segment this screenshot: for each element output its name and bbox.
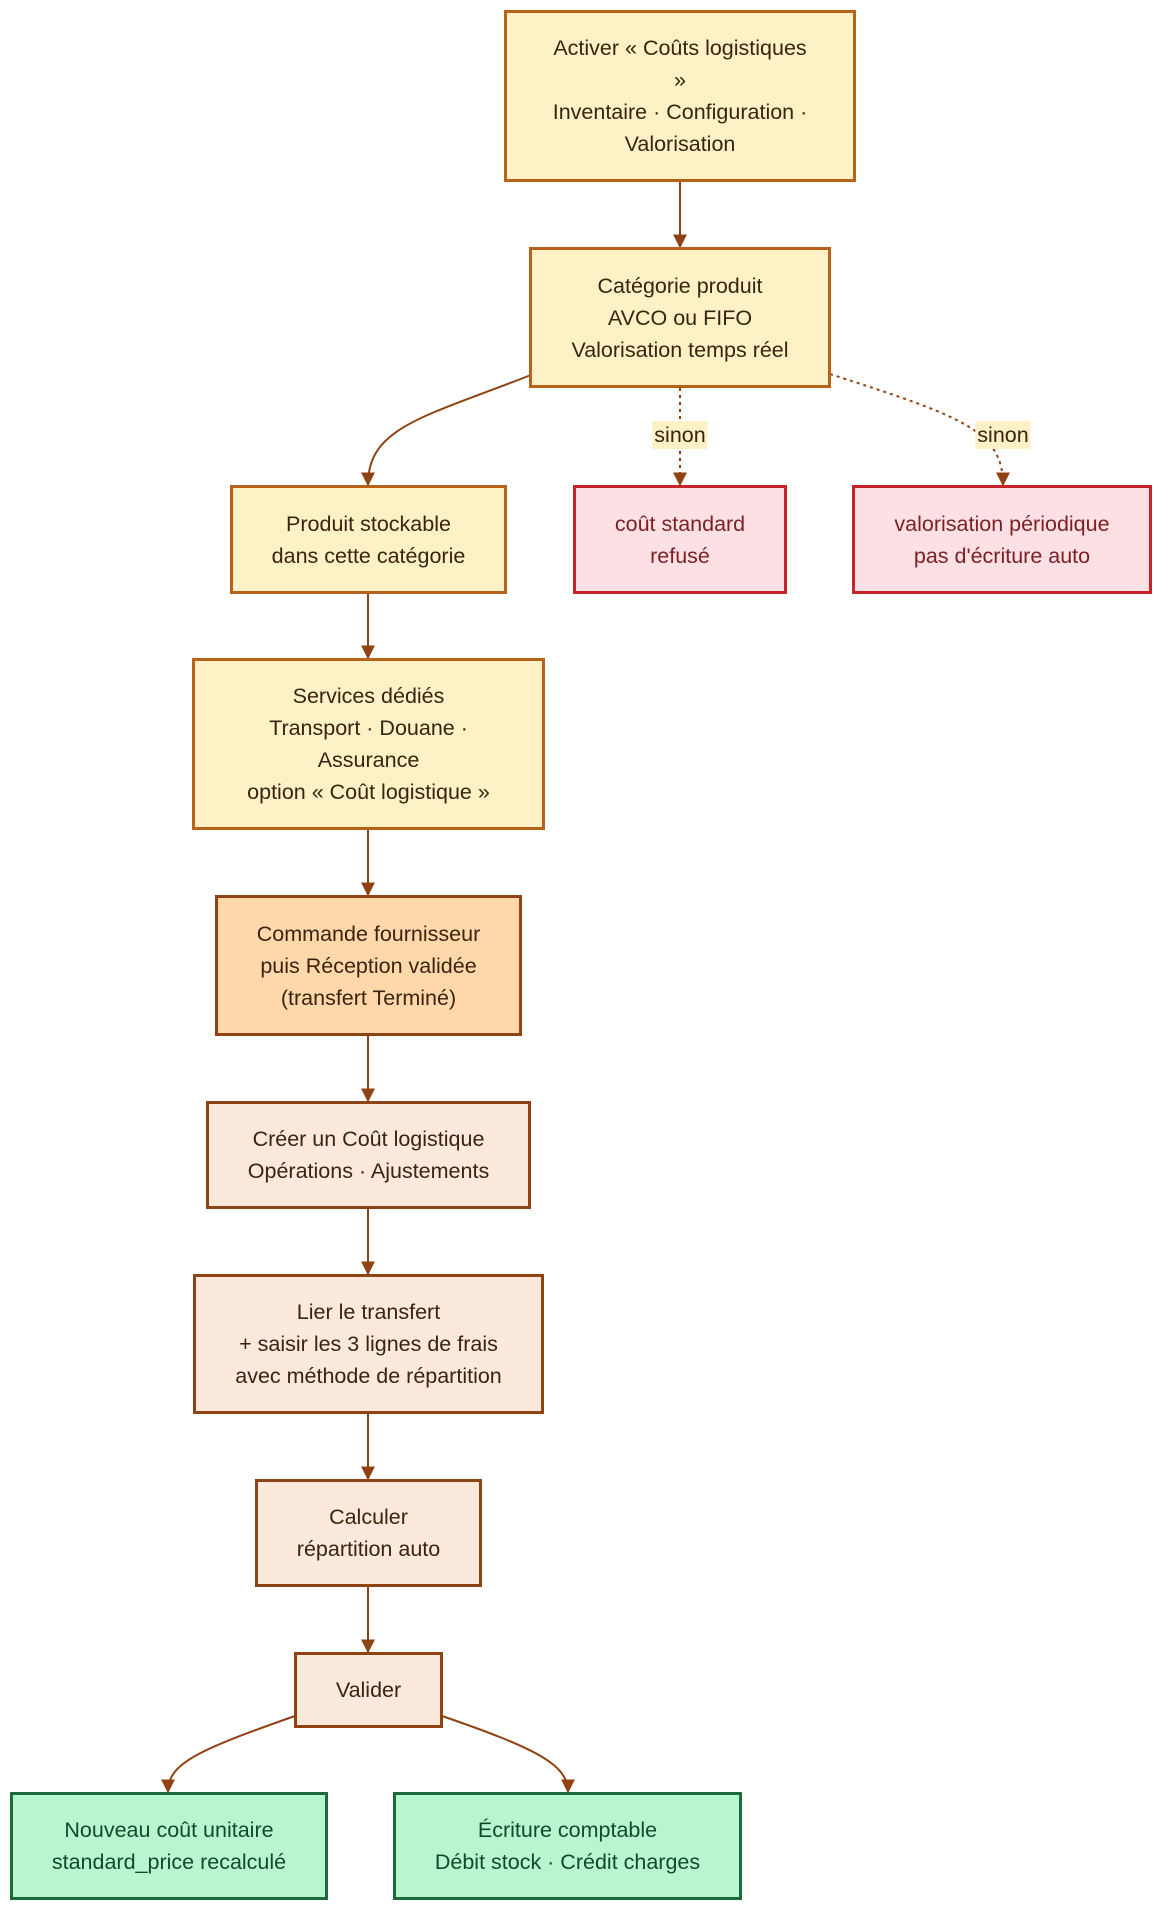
node-line: Catégorie produit <box>597 273 763 298</box>
edge-label-otherwise-standard: sinon <box>652 421 708 449</box>
node-line: Produit stockable <box>286 511 451 536</box>
node-line: Opérations · Ajustements <box>247 1159 490 1183</box>
node-line: Services dédiés <box>292 684 445 708</box>
node-activate-logistics-costs: Activer « Coûts logistiques » Inventaire… <box>504 10 856 182</box>
node-line: Valorisation <box>624 132 736 156</box>
node-line: dans cette catégorie <box>271 543 466 568</box>
node-line: standard_price recalculé <box>51 1850 287 1874</box>
node-line: valorisation périodique <box>894 511 1110 536</box>
node-line: Commande fournisseur <box>256 921 481 946</box>
node-compute-allocation: Calculer répartition auto <box>255 1479 482 1587</box>
node-accounting-entry: Écriture comptable Débit stock · Crédit … <box>393 1792 742 1900</box>
node-validate: Valider <box>294 1652 443 1728</box>
node-dedicated-services: Services dédiés Transport · Douane · Ass… <box>192 658 545 830</box>
node-line: Assurance <box>317 748 420 772</box>
node-line: Inventaire · Configuration · <box>552 100 808 124</box>
node-line: AVCO ou FIFO <box>607 305 753 330</box>
node-line: » <box>674 68 686 92</box>
edge-label-otherwise-periodic: sinon <box>975 421 1031 449</box>
node-create-logistics-cost: Créer un Coût logistique Opérations · Aj… <box>206 1101 531 1209</box>
node-line: Écriture comptable <box>477 1818 658 1842</box>
edge-category-stockable <box>361 374 532 487</box>
node-line: coût standard <box>614 511 746 536</box>
node-line: Lier le transfert <box>296 1300 441 1324</box>
node-line: (transfert Terminé) <box>280 985 457 1010</box>
node-periodic-valuation: valorisation périodique pas d'écriture a… <box>852 485 1152 594</box>
edge-validate-journal <box>441 1715 575 1794</box>
node-line: Débit stock · Crédit charges <box>434 1850 701 1874</box>
node-line: + saisir les 3 lignes de frais <box>239 1332 498 1356</box>
node-stockable-product: Produit stockable dans cette catégorie <box>230 485 507 594</box>
node-line: refusé <box>650 543 710 568</box>
node-line: Activer « Coûts logistiques <box>553 36 807 60</box>
node-line: Valider <box>335 1678 402 1702</box>
node-line: puis Réception validée <box>260 953 477 978</box>
node-line: pas d'écriture auto <box>913 543 1091 568</box>
node-line: Valorisation temps réel <box>571 337 789 362</box>
node-purchase-order-receipt: Commande fournisseur puis Réception vali… <box>215 895 522 1036</box>
node-line: répartition auto <box>296 1537 441 1561</box>
node-standard-cost-refused: coût standard refusé <box>573 485 787 594</box>
node-line: Nouveau coût unitaire <box>64 1818 274 1842</box>
node-link-transfer: Lier le transfert + saisir les 3 lignes … <box>193 1274 544 1414</box>
node-product-category: Catégorie produit AVCO ou FIFO Valorisat… <box>529 247 831 388</box>
node-line: Calculer <box>329 1505 408 1529</box>
node-new-unit-cost: Nouveau coût unitaire standard_price rec… <box>10 1792 328 1900</box>
node-line: Transport · Douane · <box>269 716 468 740</box>
edge-validate-new-cost <box>161 1715 296 1794</box>
node-line: Créer un Coût logistique <box>252 1127 485 1151</box>
node-line: option « Coût logistique » <box>247 780 490 804</box>
node-line: avec méthode de répartition <box>235 1364 502 1388</box>
